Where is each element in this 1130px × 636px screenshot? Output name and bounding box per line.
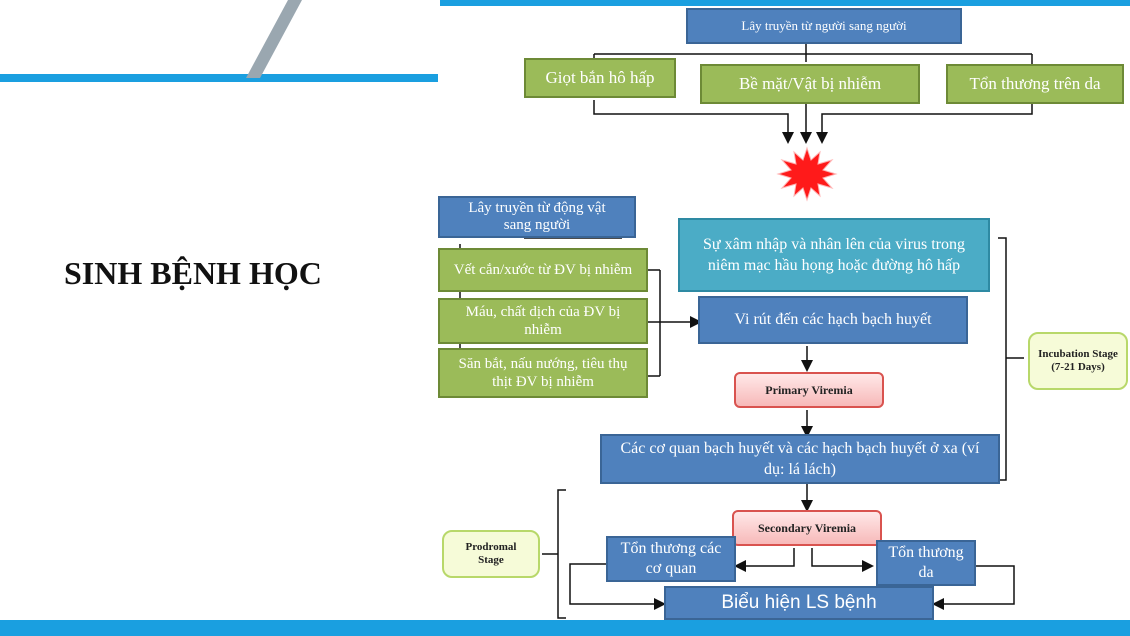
- contaminated-surfaces-box: Bề mặt/Vật bị nhiễm: [700, 64, 920, 104]
- burst-icon: [776, 146, 838, 202]
- skin-lesions-box: Tổn thương trên da: [946, 64, 1124, 104]
- diagram-panel: Lây truyền từ người sang người Giọt bắn …: [438, 6, 1130, 620]
- top-right-band: [440, 0, 1130, 6]
- human-transmission-box: Lây truyền từ người sang người: [686, 8, 962, 44]
- respiratory-droplets-box: Giọt bắn hô hấp: [524, 58, 676, 98]
- clinical-manifestation-box: Biểu hiện LS bệnh: [664, 586, 934, 620]
- hunting-cooking-box: Săn bắt, nấu nướng, tiêu thụ thịt ĐV bị …: [438, 348, 648, 398]
- distant-lymph-organs-box: Các cơ quan bạch huyết và các hạch bạch …: [600, 434, 1000, 484]
- virus-invasion-box: Sự xâm nhập và nhân lên của virus trong …: [678, 218, 990, 292]
- animal-transmission-box: Lây truyền từ động vật sang người: [438, 196, 636, 238]
- slide-title: SINH BỆNH HỌC: [64, 255, 322, 291]
- header-stripe-decor: [246, 0, 302, 78]
- secondary-viremia-box: Secondary Viremia: [732, 510, 882, 546]
- lymph-nodes-box: Vi rút đến các hạch bạch huyết: [698, 296, 968, 344]
- primary-viremia-box: Primary Viremia: [734, 372, 884, 408]
- incubation-stage-label: Incubation Stage (7-21 Days): [1028, 332, 1128, 390]
- organ-damage-box: Tổn thương các cơ quan: [606, 536, 736, 582]
- animal-bites-box: Vết cắn/xước từ ĐV bị nhiễm: [438, 248, 648, 292]
- skin-damage-box: Tổn thương da: [876, 540, 976, 586]
- header-band-white: [0, 0, 440, 76]
- animal-blood-box: Máu, chất dịch của ĐV bị nhiễm: [438, 298, 648, 344]
- prodromal-stage-label: Prodromal Stage: [442, 530, 540, 578]
- bottom-band: [0, 620, 1130, 636]
- header-band-blue-line: [0, 74, 440, 82]
